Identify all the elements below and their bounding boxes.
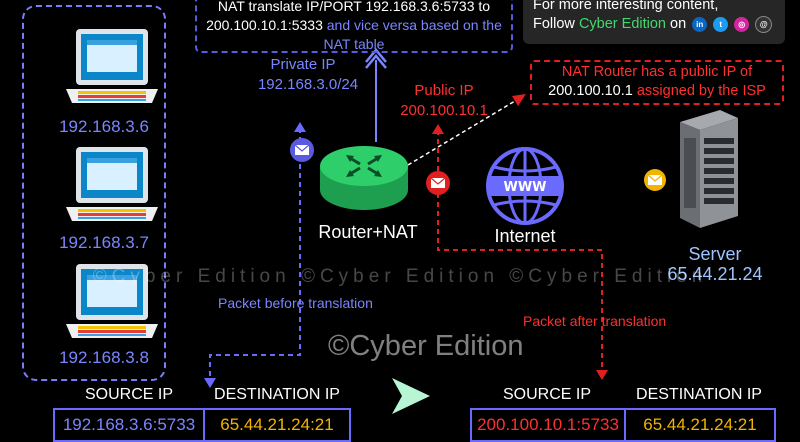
right-table-dst-cell: 65.44.21.24:21 xyxy=(624,408,776,442)
server-icon xyxy=(680,110,738,228)
right-table-src-cell: 200.100.10.1:5733 xyxy=(470,408,626,442)
nat-note-line1: NAT translate IP/PORT 192.168.3.6:5733 t… xyxy=(217,0,491,14)
packet-after-label: Packet after translation xyxy=(523,313,667,329)
nat-chevron-1 xyxy=(365,54,387,69)
globe-icon: WWW xyxy=(486,147,564,225)
promo-prefix: Follow xyxy=(533,16,579,32)
private-arrow-up xyxy=(294,122,306,132)
instagram-icon[interactable]: ◎ xyxy=(734,16,750,32)
right-table-src-header: SOURCE IP xyxy=(502,386,591,403)
envelope-icon xyxy=(290,138,314,162)
public-arrow-up xyxy=(432,124,444,134)
connector-lines xyxy=(204,48,608,414)
right-table-dst-header: DESTINATION IP xyxy=(636,386,762,403)
private-ip-label: Private IP xyxy=(270,56,336,73)
left-table-src-header: SOURCE IP xyxy=(84,386,173,403)
server-label: Server xyxy=(688,244,742,264)
packet-before-label: Packet before translation xyxy=(218,295,373,311)
callout-ip: 200.100.10.1 xyxy=(548,83,633,99)
promo-box: For more interesting content, Follow Cyb… xyxy=(523,0,785,44)
left-table-dst-header: DESTINATION IP xyxy=(214,386,340,403)
nat-note-line2-rest: and vice versa based on the xyxy=(322,17,502,33)
nat-chevron-2 xyxy=(365,48,387,63)
server-ip: 65.44.21.24 xyxy=(667,264,763,284)
laptop-icon xyxy=(66,147,158,221)
nat-translation-note: NAT translate IP/PORT 192.168.3.6:5733 t… xyxy=(195,0,513,53)
left-table-src-cell: 192.168.3.6:5733 xyxy=(53,408,205,442)
public-ip-label: Public IP xyxy=(414,82,474,99)
nat-note-line2: 200.100.10.1:5333 and vice versa based o… xyxy=(197,16,511,35)
public-arrow-down xyxy=(596,370,608,380)
callout-suffix: assigned by the ISP xyxy=(632,83,766,99)
left-table-dst-cell: 65.44.21.24:21 xyxy=(203,408,351,442)
router-to-callout-line xyxy=(407,97,521,166)
router-label: Router+NAT xyxy=(318,222,418,242)
linkedin-icon[interactable]: in xyxy=(692,16,708,32)
envelope-icon xyxy=(644,169,666,191)
public-ip-value: 200.100.10.1 xyxy=(400,102,488,119)
watermark-row: ©Cyber Edition ©Cyber Edition ©Cyber Edi… xyxy=(92,266,708,287)
globe-text: WWW xyxy=(503,180,546,195)
private-ip-value: 192.168.3.0/24 xyxy=(257,76,359,93)
private-path xyxy=(209,128,301,380)
promo-suffix: on xyxy=(665,16,687,32)
promo-line2: Follow Cyber Edition on in t ◎ @ xyxy=(533,15,775,34)
laptop-ip-2: 192.168.3.7 xyxy=(59,233,149,252)
envelope-icon xyxy=(426,171,450,195)
twitter-icon[interactable]: t xyxy=(713,16,729,32)
nat-note-ip: 200.100.10.1:5333 xyxy=(206,17,323,33)
public-ip-callout: NAT Router has a public IP of 200.100.10… xyxy=(530,60,784,105)
internet-label: Internet xyxy=(494,226,556,246)
callout-line2: 200.100.10.1 assigned by the ISP xyxy=(532,82,782,101)
laptop-icon xyxy=(66,29,158,103)
laptop-ip-1: 192.168.3.6 xyxy=(59,117,149,136)
nat-note-line3: NAT table xyxy=(323,36,385,52)
callout-line1: NAT Router has a public IP of xyxy=(561,64,753,80)
laptop-ip-3: 192.168.3.8 xyxy=(59,348,149,367)
public-path xyxy=(437,130,603,372)
private-arrow-down xyxy=(204,378,216,388)
router-icon xyxy=(320,146,408,210)
promo-brand: Cyber Edition xyxy=(578,16,666,32)
callout-arrow xyxy=(512,94,526,106)
laptop-icon xyxy=(66,264,158,338)
promo-line1: For more interesting content, xyxy=(533,0,719,13)
watermark-center: ©Cyber Edition xyxy=(328,330,524,362)
direction-arrow xyxy=(392,378,430,414)
threads-icon[interactable]: @ xyxy=(755,15,773,33)
private-network-group: 192.168.3.6 192.168.3.7 192.168.3.8 xyxy=(22,5,166,381)
